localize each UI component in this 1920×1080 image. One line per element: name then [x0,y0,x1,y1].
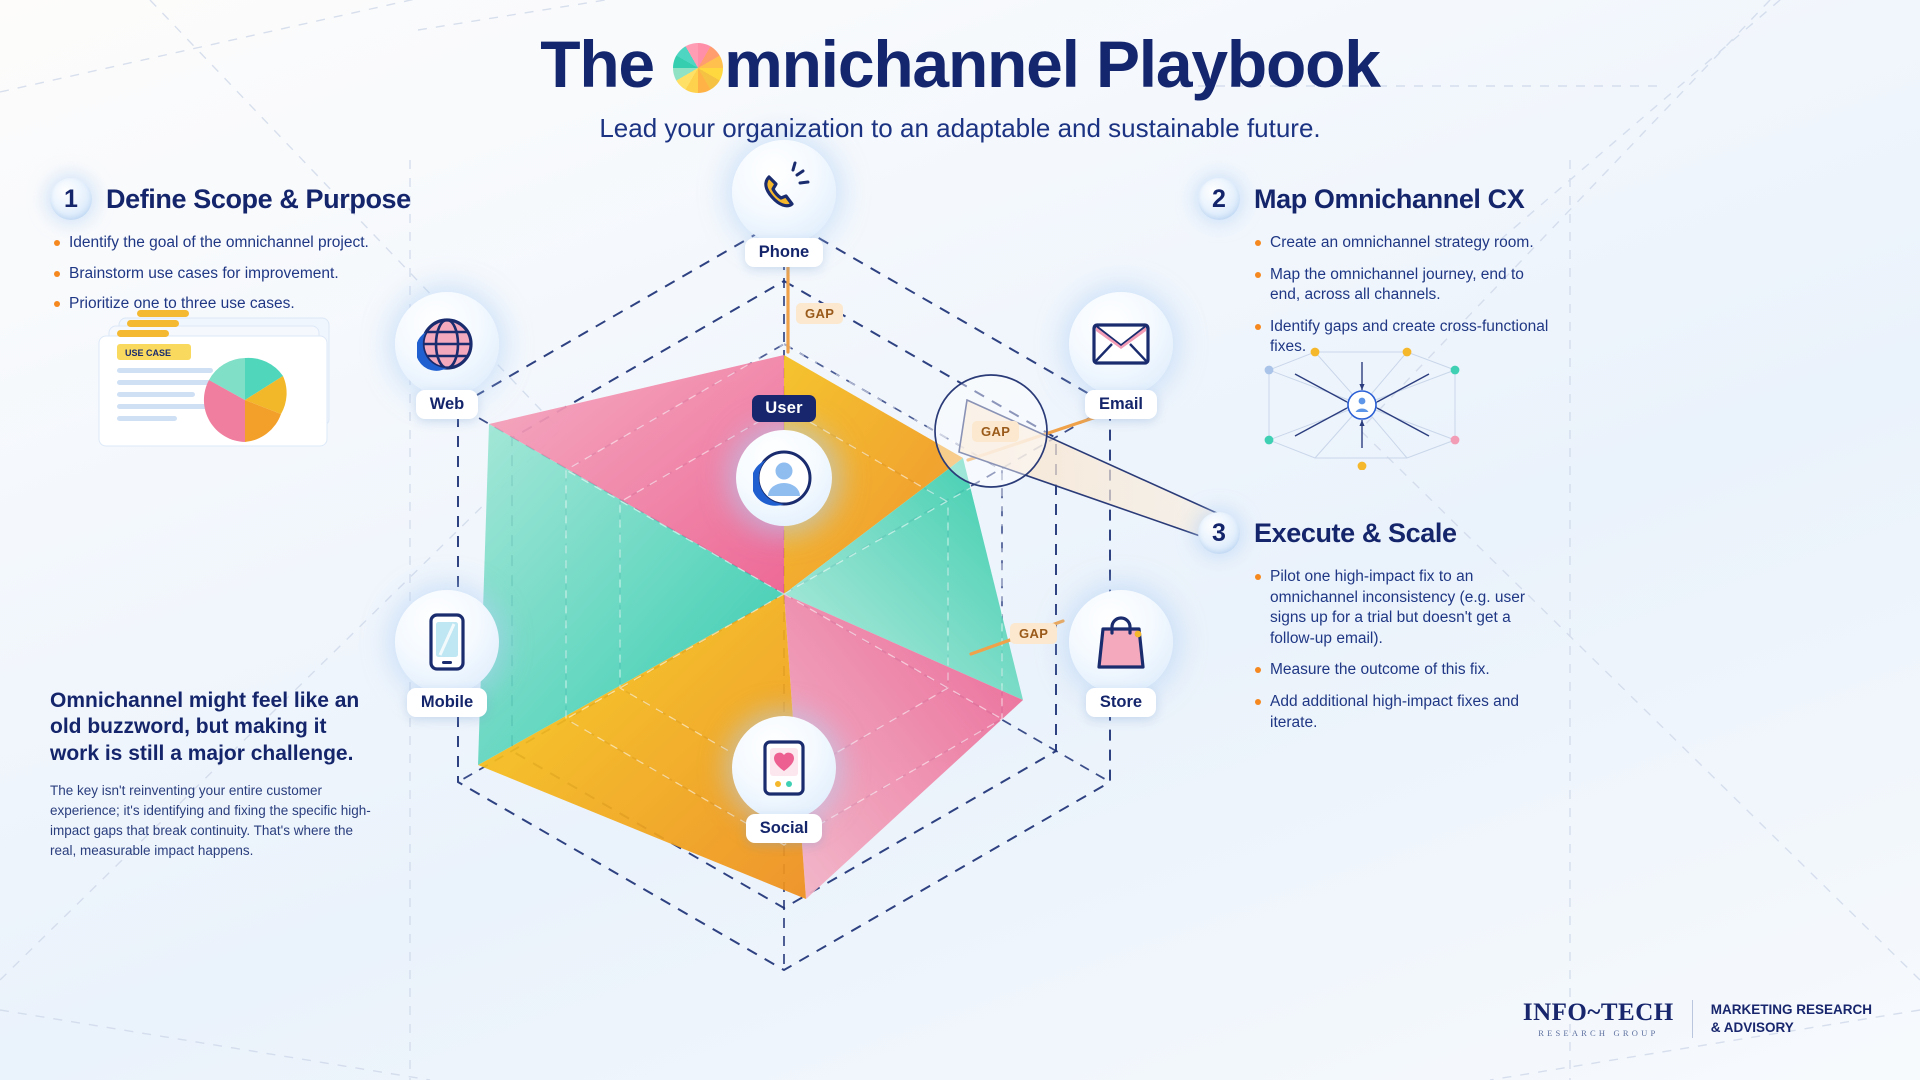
center-user-node[interactable]: User [722,395,846,526]
phone-label: Phone [744,238,824,267]
step-2-block: 2 Map Omnichannel CX Create an omnichann… [1198,178,1558,369]
channel-node-social[interactable]: Social [725,716,843,843]
step-2-title: Map Omnichannel CX [1254,183,1525,214]
list-item: Add additional high-impact fixes and ite… [1253,692,1558,733]
logo-name: INFO~TECH [1522,999,1674,1026]
list-item: Identify the goal of the omnichannel pro… [52,233,450,254]
step-1-block: 1 Define Scope & Purpose Identify the go… [50,178,450,325]
channel-node-mobile[interactable]: Mobile [388,590,506,717]
title-pre: The [540,27,672,101]
pinwheel-icon [673,43,724,93]
channel-node-store[interactable]: Store [1062,590,1180,717]
email-label: Email [1084,390,1158,419]
quote-body: The key isn't reinventing your entire cu… [50,783,371,859]
user-avatar-icon [753,450,812,506]
social-label: Social [745,814,823,843]
step-3-header: 3 Execute & Scale [1198,512,1558,554]
mobile-bubble [395,590,499,694]
step-3-badge: 3 [1198,512,1240,554]
quote-headline: Omnichannel might feel like an old buzzw… [50,689,360,765]
quote-block: Omnichannel might feel like an old buzzw… [50,688,380,861]
list-item: Identify gaps and create cross-functiona… [1253,317,1558,358]
step-2-header: 2 Map Omnichannel CX [1198,178,1558,220]
step-1-header: 1 Define Scope & Purpose [50,178,450,220]
logo-tagline-line1: MARKETING RESEARCH [1710,1001,1872,1017]
gap-badge: GAP [796,303,844,324]
step-2-badge: 2 [1198,178,1240,220]
mobile-label: Mobile [406,688,488,717]
channel-node-phone[interactable]: Phone [725,140,843,267]
email-icon [1092,323,1150,365]
list-item: Measure the outcome of this fix. [1253,660,1558,681]
web-label: Web [415,390,479,419]
user-label: User [752,395,816,422]
email-bubble [1069,292,1173,396]
logo-tagline-line2: & ADVISORY [1710,1019,1794,1035]
use-case-illustration: USE CASE [98,310,330,447]
step-3-title: Execute & Scale [1254,517,1457,548]
logo-tagline: MARKETING RESEARCH & ADVISORY [1711,1001,1872,1037]
list-item: Map the omnichannel journey, end to end,… [1253,265,1558,306]
step-1-badge: 1 [50,178,92,220]
use-case-tag: USE CASE [125,348,171,358]
phone-bubble [732,140,836,244]
page-title: The mnichannel Playbook [0,30,1920,99]
store-bubble [1069,590,1173,694]
info-tech-logo: INFO~TECH RESEARCH GROUP MARKETING RESEA… [1523,999,1872,1038]
gap-badge: GAP [1010,623,1058,644]
store-label: Store [1085,688,1157,717]
list-item: Prioritize one to three use cases. [52,294,450,315]
step-2-bullets: Create an omnichannel strategy room. Map… [1253,233,1558,358]
store-bag-icon [1097,616,1145,669]
channel-node-email[interactable]: Email [1062,292,1180,419]
list-item: Create an omnichannel strategy room. [1253,233,1558,254]
step-1-bullets: Identify the goal of the omnichannel pro… [52,233,450,315]
header: The mnichannel Playbook Lead your organi… [0,30,1920,144]
step-1-title: Define Scope & Purpose [106,183,411,214]
social-device-icon [763,740,805,796]
list-item: Pilot one high-impact fix to an omnichan… [1253,567,1558,649]
phone-icon [764,161,810,208]
logo-wordmark: INFO~TECH RESEARCH GROUP [1523,999,1674,1038]
list-item: Brainstorm use cases for improvement. [52,264,450,285]
social-bubble [732,716,836,820]
page-subtitle: Lead your organization to an adaptable a… [599,112,1321,143]
user-bubble [736,430,832,526]
step-3-block: 3 Execute & Scale Pilot one high-impact … [1198,512,1558,744]
gap-badge: GAP [972,421,1020,442]
step-3-bullets: Pilot one high-impact fix to an omnichan… [1253,567,1558,733]
mobile-icon [429,613,465,671]
title-post: mnichannel Playbook [724,27,1381,101]
logo-divider [1691,999,1693,1038]
logo-subtitle: RESEARCH GROUP [1538,1028,1659,1038]
